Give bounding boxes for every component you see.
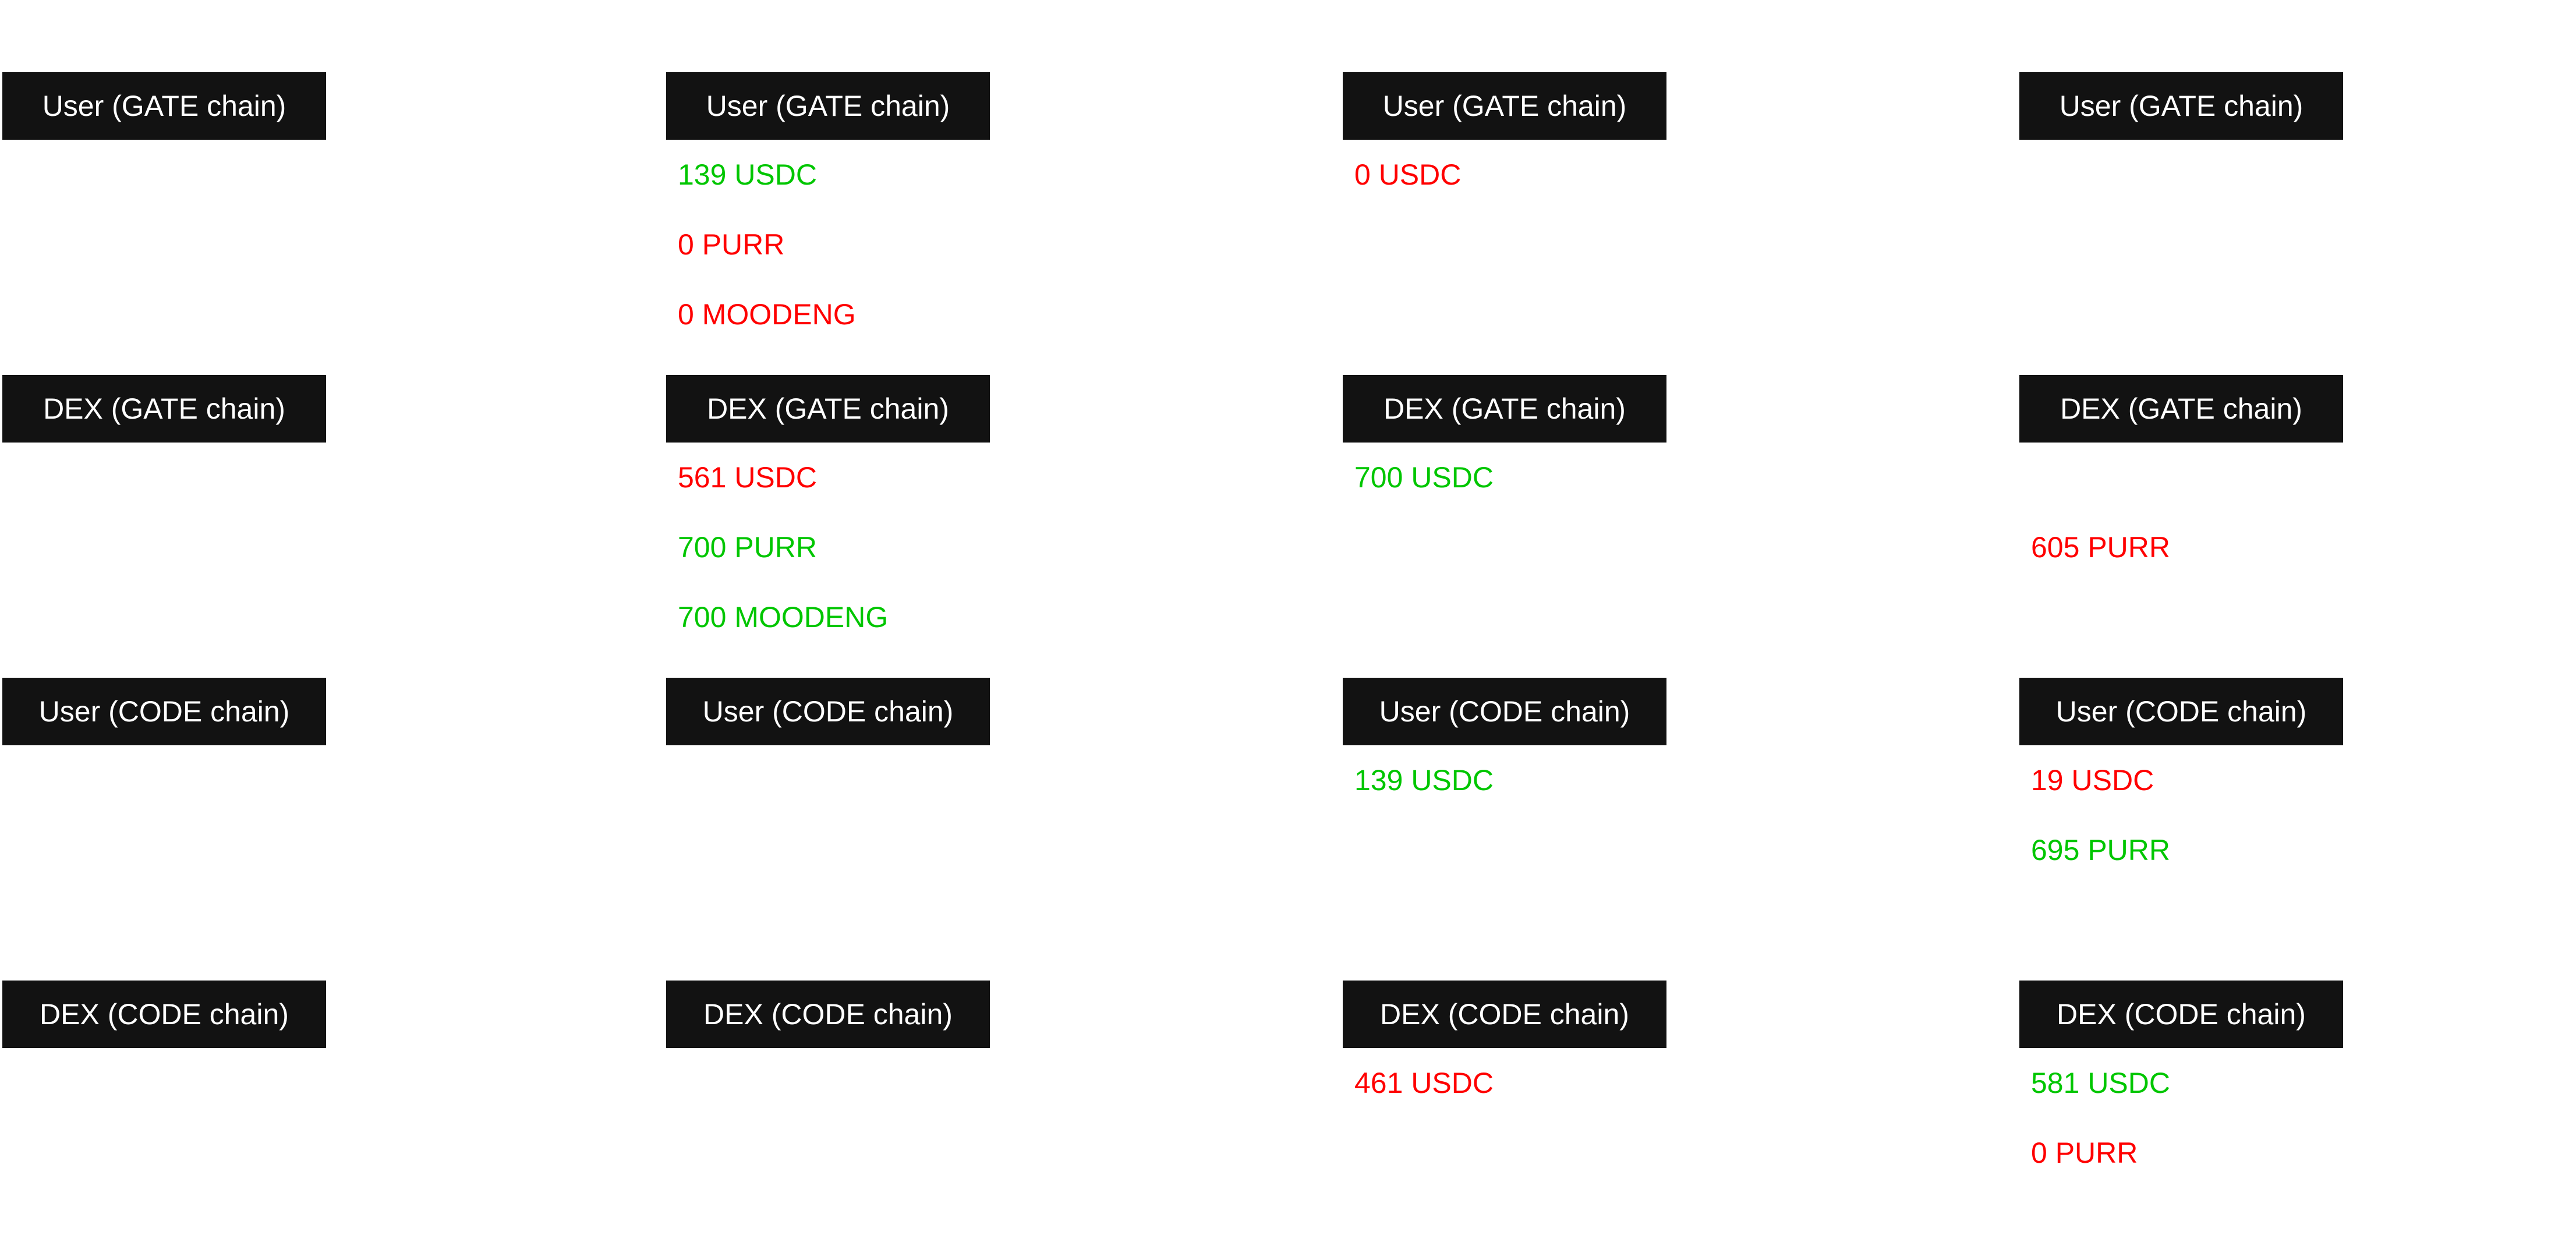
balance-line: 700 USDC	[1354, 461, 1494, 494]
account-label: User (GATE chain)	[2, 72, 326, 140]
account-cell: User (CODE chain) 19 USDC 695 PURR	[2019, 678, 2343, 885]
balance-line: 461 USDC	[1354, 1067, 1494, 1099]
account-label: User (CODE chain)	[2019, 678, 2343, 745]
account-cell: DEX (CODE chain) 461 USDC	[1343, 981, 1666, 1118]
account-cell: DEX (GATE chain)	[2, 375, 326, 443]
account-label: User (CODE chain)	[666, 678, 990, 745]
account-cell: User (GATE chain)	[2, 72, 326, 140]
balance-line: 581 USDC	[2031, 1067, 2170, 1099]
account-label: DEX (CODE chain)	[2, 981, 326, 1048]
balance-line: 139 USDC	[678, 158, 817, 191]
account-label: User (GATE chain)	[666, 72, 990, 140]
account-label: DEX (GATE chain)	[2, 375, 326, 443]
balance-line: 0 MOODENG	[678, 298, 856, 331]
account-label: User (GATE chain)	[1343, 72, 1666, 140]
account-cell: User (CODE chain) 139 USDC	[1343, 678, 1666, 815]
account-cell: DEX (CODE chain)	[2, 981, 326, 1048]
balance-line: 0 PURR	[678, 228, 785, 261]
account-cell: User (GATE chain)	[2019, 72, 2343, 140]
balance-line: 700 PURR	[678, 531, 817, 564]
account-cell: DEX (GATE chain) 700 USDC	[1343, 375, 1666, 512]
account-cell: DEX (GATE chain) 561 USDC 700 PURR 700 MOOD…	[666, 375, 990, 652]
balance-line: 695 PURR	[2031, 834, 2170, 866]
account-label: User (CODE chain)	[1343, 678, 1666, 745]
account-label: DEX (GATE chain)	[2019, 375, 2343, 443]
balance-line: 605 PURR	[2031, 531, 2170, 564]
balance-line: 561 USDC	[678, 461, 817, 494]
account-cell: User (GATE chain) 139 USDC 0 PURR 0 MOODENG	[666, 72, 990, 349]
balance-line: 0 USDC	[1354, 158, 1462, 191]
account-cell: User (CODE chain)	[666, 678, 990, 745]
account-cell: User (CODE chain)	[2, 678, 326, 745]
balance-line: 0 PURR	[2031, 1137, 2138, 1169]
account-label: DEX (GATE chain)	[1343, 375, 1666, 443]
account-label: DEX (CODE chain)	[666, 981, 990, 1048]
account-label: DEX (GATE chain)	[666, 375, 990, 443]
account-cell: DEX (CODE chain) 581 USDC 0 PURR	[2019, 981, 2343, 1188]
account-cell: User (GATE chain) 0 USDC	[1343, 72, 1666, 210]
account-label: User (CODE chain)	[2, 678, 326, 745]
balance-line: 700 MOODENG	[678, 601, 889, 633]
balance-line: 19 USDC	[2031, 764, 2154, 797]
account-cell: DEX (CODE chain)	[666, 981, 990, 1048]
balance-line: 139 USDC	[1354, 764, 1494, 797]
account-label: DEX (CODE chain)	[1343, 981, 1666, 1048]
account-label: User (GATE chain)	[2019, 72, 2343, 140]
account-cell: DEX (GATE chain) 605 PURR	[2019, 375, 2343, 582]
account-label: DEX (CODE chain)	[2019, 981, 2343, 1048]
